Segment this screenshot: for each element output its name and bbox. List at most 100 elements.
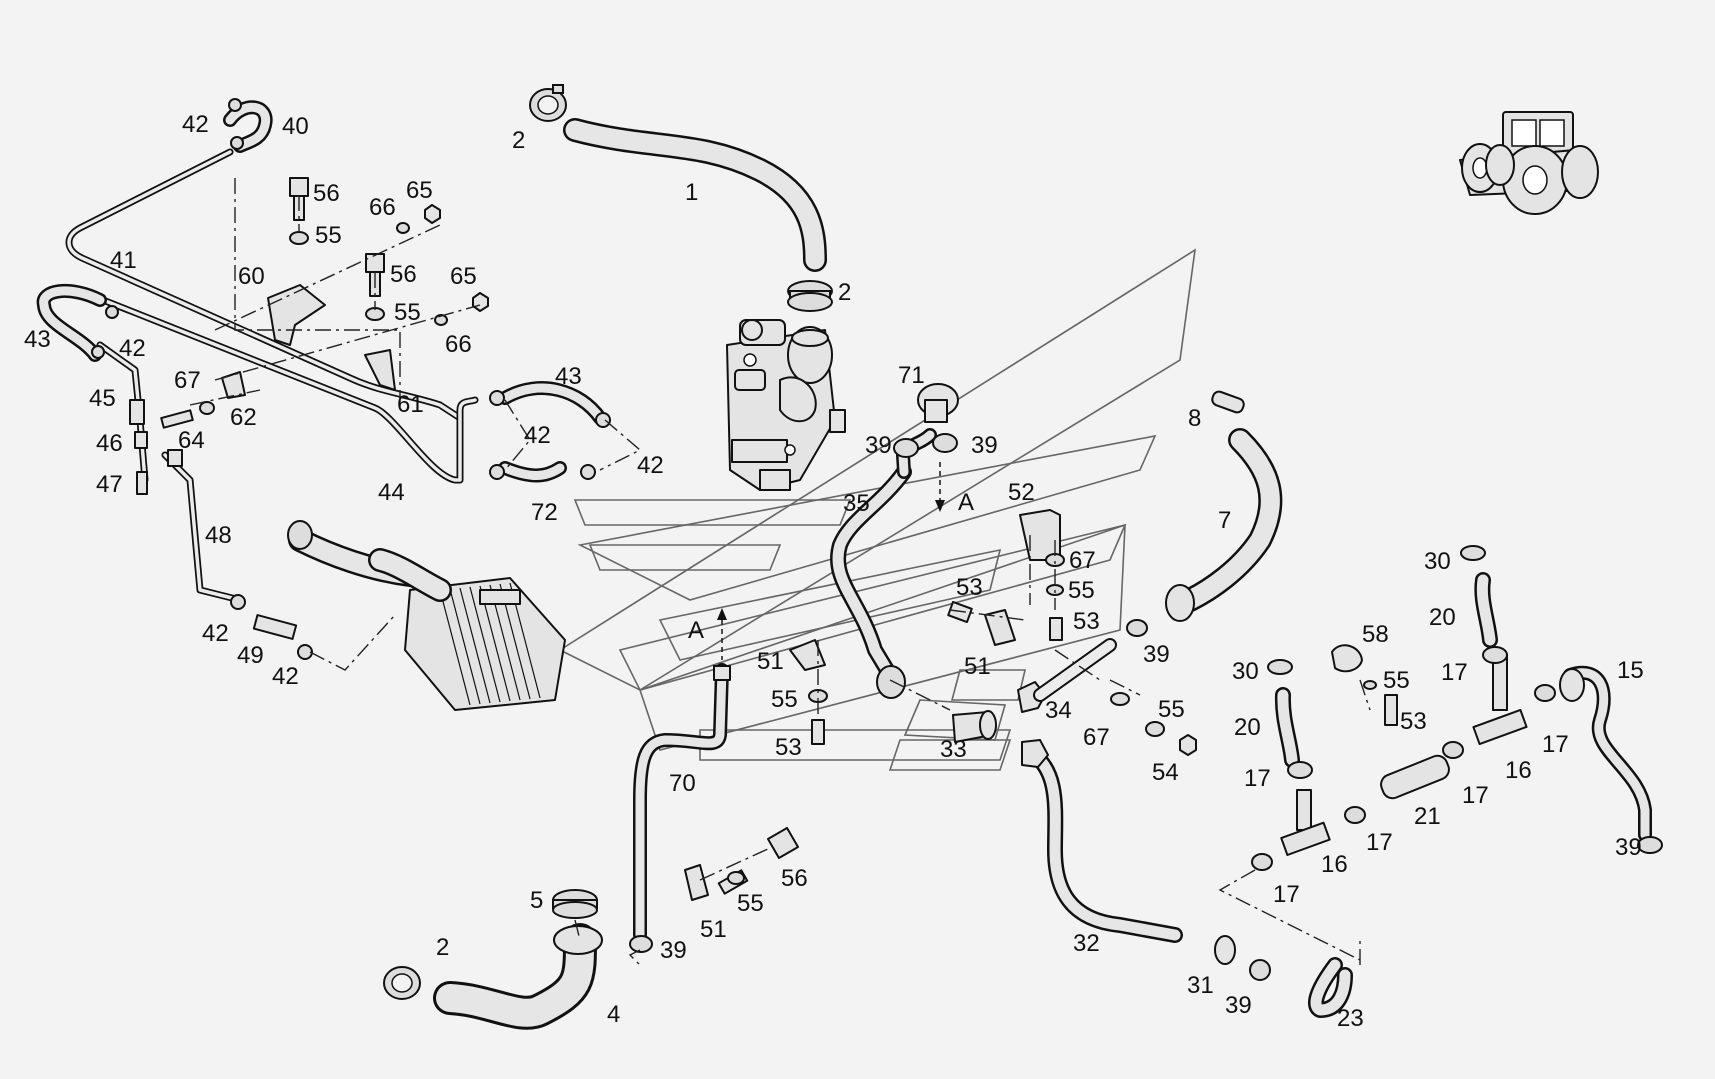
upper-hose-1 — [529, 84, 833, 312]
lower-hose-4 — [383, 889, 603, 1030]
label-part-39: 39 — [1143, 641, 1170, 668]
view-label-a-bottom: A — [688, 617, 704, 644]
label-part-71: 71 — [898, 362, 925, 389]
label-part-8: 8 — [1188, 405, 1201, 432]
label-part-39: 39 — [865, 432, 892, 459]
label-part-61: 61 — [397, 391, 424, 418]
label-part-45: 45 — [89, 385, 116, 412]
label-part-46: 46 — [96, 430, 123, 457]
label-part-41: 41 — [110, 247, 137, 274]
label-part-33: 33 — [940, 736, 967, 763]
label-part-16: 16 — [1505, 757, 1532, 784]
hose-7 — [1165, 390, 1283, 622]
label-part-30: 30 — [1232, 658, 1259, 685]
label-part-2: 2 — [512, 127, 525, 154]
label-part-39: 39 — [1615, 834, 1642, 861]
label-part-32: 32 — [1073, 930, 1100, 957]
tractor-icon — [1459, 111, 1599, 215]
hose-35-pipe-70 — [629, 383, 959, 953]
label-part-66: 66 — [369, 194, 396, 221]
part-labels: 1 2 2 2 4 5 7 8 15 16 16 17 17 17 17 17 … — [24, 111, 1644, 1032]
label-part-17: 17 — [1462, 782, 1489, 809]
label-part-55: 55 — [1068, 577, 1095, 604]
label-part-23: 23 — [1337, 1005, 1364, 1032]
label-part-2: 2 — [436, 934, 449, 961]
label-part-21: 21 — [1414, 803, 1441, 830]
view-label-a-top: A — [958, 489, 974, 516]
label-part-55: 55 — [1158, 696, 1185, 723]
label-part-42: 42 — [637, 452, 664, 479]
label-part-66: 66 — [445, 331, 472, 358]
label-part-55: 55 — [394, 299, 421, 326]
label-part-65: 65 — [406, 177, 433, 204]
label-part-51: 51 — [757, 648, 784, 675]
label-part-15: 15 — [1617, 657, 1644, 684]
label-part-56: 56 — [781, 865, 808, 892]
brackets-51-52 — [684, 509, 1065, 901]
label-part-49: 49 — [237, 642, 264, 669]
label-part-58: 58 — [1362, 621, 1389, 648]
label-part-31: 31 — [1187, 972, 1214, 999]
view-arrow-a-bottom: A — [688, 608, 727, 660]
label-part-55: 55 — [771, 686, 798, 713]
label-part-5: 5 — [530, 887, 543, 914]
label-part-55: 55 — [737, 890, 764, 917]
label-part-40: 40 — [282, 113, 309, 140]
heater-clamps — [91, 98, 611, 660]
label-part-20: 20 — [1234, 714, 1261, 741]
label-part-39: 39 — [1225, 992, 1252, 1019]
label-part-67: 67 — [174, 367, 201, 394]
label-part-53: 53 — [775, 734, 802, 761]
label-part-55: 55 — [1383, 667, 1410, 694]
label-part-65: 65 — [450, 263, 477, 290]
right-heater-circuit — [1251, 545, 1663, 1018]
label-part-53: 53 — [1073, 608, 1100, 635]
label-part-39: 39 — [660, 937, 687, 964]
label-part-72: 72 — [531, 499, 558, 526]
leader-lines — [189, 178, 1371, 966]
label-part-42: 42 — [182, 111, 209, 138]
hose-32-fittings — [952, 619, 1271, 981]
label-part-35: 35 — [843, 490, 870, 517]
label-part-42: 42 — [119, 335, 146, 362]
label-part-7: 7 — [1218, 507, 1231, 534]
label-part-56: 56 — [313, 180, 340, 207]
label-part-52: 52 — [1008, 479, 1035, 506]
label-part-42: 42 — [524, 422, 551, 449]
label-part-56: 56 — [390, 261, 417, 288]
label-part-20: 20 — [1429, 604, 1456, 631]
label-part-43: 43 — [24, 326, 51, 353]
label-part-17: 17 — [1244, 765, 1271, 792]
view-arrow-a-top: A — [935, 462, 974, 516]
label-part-2: 2 — [838, 279, 851, 306]
thermostat-housing — [726, 319, 846, 491]
label-part-67: 67 — [1083, 724, 1110, 751]
label-part-17: 17 — [1441, 659, 1468, 686]
label-part-1: 1 — [685, 179, 698, 206]
label-part-53: 53 — [956, 574, 983, 601]
label-part-62: 62 — [230, 404, 257, 431]
label-part-51: 51 — [700, 916, 727, 943]
background-outline — [558, 248, 1197, 771]
label-part-16: 16 — [1321, 851, 1348, 878]
label-part-30: 30 — [1424, 548, 1451, 575]
label-part-42: 42 — [272, 663, 299, 690]
label-part-44: 44 — [378, 479, 405, 506]
label-part-17: 17 — [1542, 731, 1569, 758]
label-part-47: 47 — [96, 471, 123, 498]
label-part-55: 55 — [315, 222, 342, 249]
label-part-67: 67 — [1069, 547, 1096, 574]
label-part-34: 34 — [1045, 697, 1072, 724]
label-part-48: 48 — [205, 522, 232, 549]
label-part-39: 39 — [971, 432, 998, 459]
label-part-4: 4 — [607, 1001, 620, 1028]
heater-tubes — [36, 100, 607, 640]
label-part-64: 64 — [178, 427, 205, 454]
label-part-51: 51 — [964, 653, 991, 680]
label-part-17: 17 — [1273, 881, 1300, 908]
label-part-60: 60 — [238, 263, 265, 290]
heater-core — [287, 520, 566, 711]
label-part-53: 53 — [1400, 708, 1427, 735]
